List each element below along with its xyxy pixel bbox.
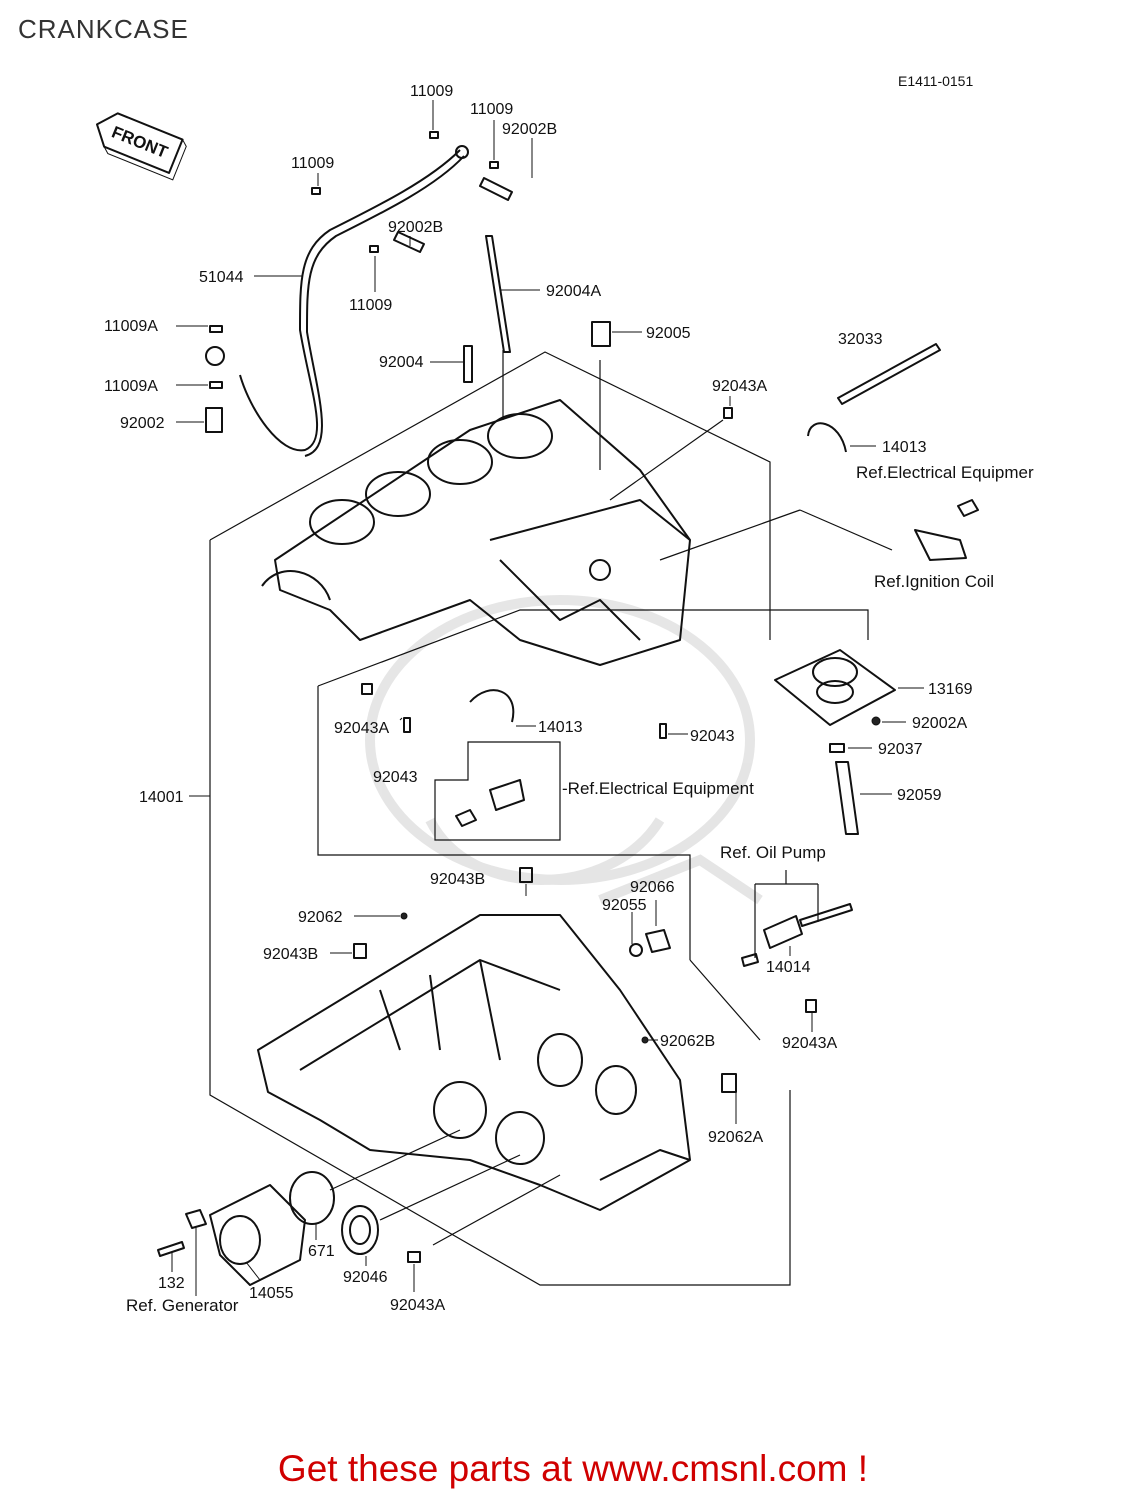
plug-92062a bbox=[721, 1073, 737, 1093]
generator-cover-parts bbox=[157, 1171, 421, 1286]
label-11009: 11009 bbox=[470, 101, 513, 118]
label-92043b: 92043B bbox=[263, 946, 318, 963]
label-92055: 92055 bbox=[602, 897, 647, 914]
upper-crankcase bbox=[261, 399, 691, 666]
label-92062: 92062 bbox=[298, 909, 343, 926]
lower-crankcase bbox=[257, 914, 691, 1211]
dowel-92043-left bbox=[403, 717, 411, 733]
label-14014: 14014 bbox=[766, 959, 811, 976]
electrical-bracket-lower bbox=[434, 741, 561, 841]
label-ref-ignition-coil: Ref.Ignition Coil bbox=[874, 572, 994, 591]
label-92002b: 92002B bbox=[502, 121, 557, 138]
diagram-code: E1411-0151 bbox=[898, 73, 973, 89]
dowel-92043b-left bbox=[353, 943, 367, 959]
label-13169: 13169 bbox=[928, 681, 973, 698]
label-14013: 14013 bbox=[538, 719, 583, 736]
dowel-92043a-top bbox=[723, 407, 733, 419]
label-14013: 14013 bbox=[882, 439, 927, 456]
stud-92004a bbox=[485, 235, 511, 353]
label-11009a: 11009A bbox=[104, 318, 158, 335]
label-92043a: 92043A bbox=[334, 720, 389, 737]
assembly-outline bbox=[209, 350, 893, 1286]
label-ref-electrical-equipment: Ref.Electrical Equipmer bbox=[856, 463, 1034, 482]
page-title: CRANKCASE bbox=[18, 14, 189, 44]
label-11009: 11009 bbox=[349, 297, 392, 314]
leader-lines bbox=[171, 100, 924, 1296]
dowel-92043b-top bbox=[519, 867, 533, 883]
label-ref-generator: Ref. Generator bbox=[126, 1296, 239, 1315]
label-14001: 14001 bbox=[139, 789, 184, 806]
label-92004: 92004 bbox=[379, 354, 424, 371]
oring-671 bbox=[289, 1171, 335, 1225]
label-92043a: 92043A bbox=[782, 1035, 837, 1052]
dowel-92043a-mid bbox=[361, 683, 373, 695]
cms-watermark bbox=[365, 595, 763, 905]
label-11009: 11009 bbox=[291, 155, 334, 172]
oring-92055 bbox=[629, 943, 643, 957]
label-92066: 92066 bbox=[630, 879, 675, 896]
label-92062a: 92062A bbox=[708, 1129, 763, 1146]
oil-pump-bracket bbox=[754, 870, 853, 958]
label-92002: 92002 bbox=[120, 415, 165, 432]
label-92037: 92037 bbox=[878, 741, 923, 758]
sleeve-92005 bbox=[591, 321, 611, 347]
dowel-92043-right bbox=[659, 723, 667, 739]
label-92043: 92043 bbox=[690, 728, 735, 745]
label-92043a: 92043A bbox=[390, 1297, 445, 1314]
oil-hose-assembly bbox=[205, 131, 513, 457]
label-92005: 92005 bbox=[646, 325, 691, 342]
bolt-92002a bbox=[871, 716, 881, 726]
bearing-92046 bbox=[341, 1205, 379, 1255]
part-labels: 11009 11009 92002B 11009 92002B 51044 11… bbox=[104, 83, 1034, 1315]
label-ref-electrical-equipment: -Ref.Electrical Equipment bbox=[562, 779, 754, 798]
plug-92062 bbox=[400, 912, 408, 920]
label-92043b: 92043B bbox=[430, 871, 485, 888]
label-92043a: 92043A bbox=[712, 378, 767, 395]
label-92059: 92059 bbox=[897, 787, 942, 804]
label-32033: 32033 bbox=[838, 331, 883, 348]
dowel-92043a-right bbox=[805, 999, 817, 1013]
label-671: 671 bbox=[308, 1243, 335, 1260]
dowel-14014 bbox=[741, 953, 759, 967]
label-ref-oil-pump: Ref. Oil Pump bbox=[720, 843, 826, 862]
oring-92037 bbox=[829, 743, 845, 753]
electrical-bracket-upper bbox=[914, 499, 979, 561]
label-92062b: 92062B bbox=[660, 1033, 715, 1050]
front-label: FRONT bbox=[109, 122, 171, 162]
label-92043: 92043 bbox=[373, 769, 418, 786]
plug-92062b bbox=[641, 1036, 649, 1044]
label-92002b: 92002B bbox=[388, 219, 443, 236]
label-11009a: 11009A bbox=[104, 378, 158, 395]
stud-92004 bbox=[463, 345, 473, 383]
label-11009: 11009 bbox=[410, 83, 453, 100]
front-arrow-icon: FRONT bbox=[96, 112, 187, 181]
label-132: 132 bbox=[158, 1275, 185, 1292]
label-92004a: 92004A bbox=[546, 283, 601, 300]
label-92046: 92046 bbox=[343, 1269, 388, 1286]
pipe-92059 bbox=[835, 761, 859, 835]
oil-screen-13169 bbox=[774, 649, 896, 726]
plug-92066 bbox=[645, 929, 671, 953]
label-14055: 14055 bbox=[249, 1285, 294, 1302]
rod-32033 bbox=[837, 343, 941, 405]
clamp-14013-lower bbox=[469, 689, 515, 723]
label-92002a: 92002A bbox=[912, 715, 967, 732]
label-51044: 51044 bbox=[199, 269, 244, 286]
footer-promo-link[interactable]: Get these parts at www.cmsnl.com ! bbox=[277, 1448, 869, 1489]
clamp-14013-upper bbox=[807, 422, 847, 453]
